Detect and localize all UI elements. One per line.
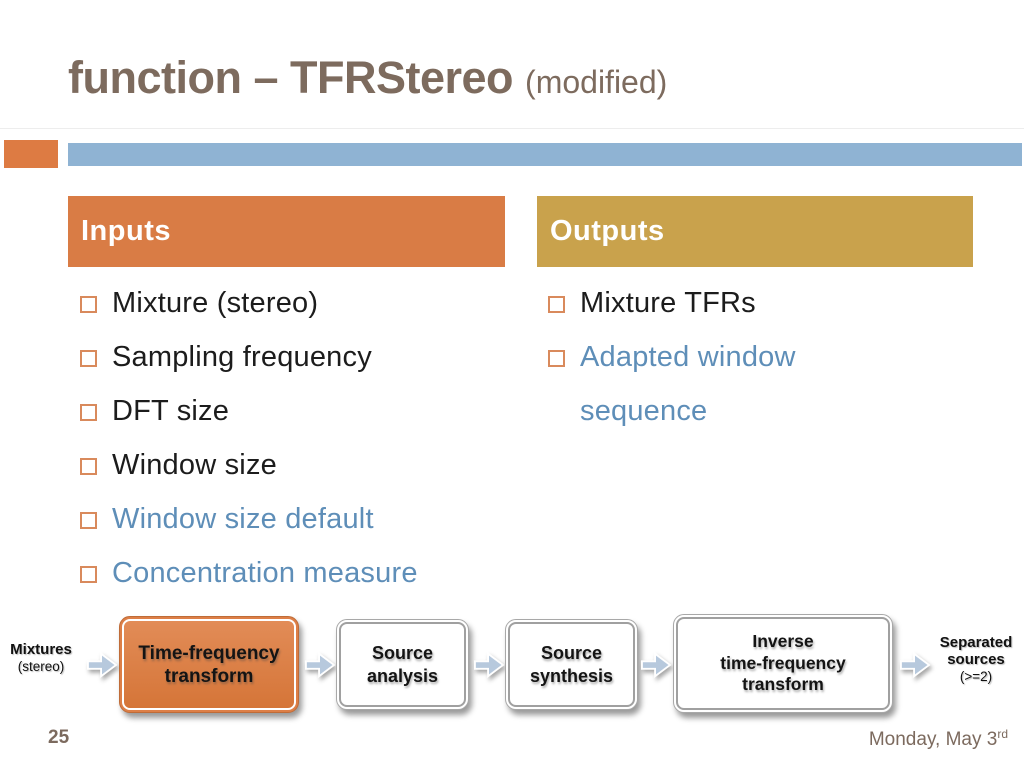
bullet-square-icon: [80, 458, 97, 475]
inputs-header: Inputs: [68, 196, 505, 267]
list-item: Sampling frequency: [80, 330, 492, 384]
flow-arrow-icon: [641, 651, 672, 679]
list-item: DFT size: [80, 384, 492, 438]
slide-date: Monday, May 3rd: [868, 727, 1008, 751]
step-label-line: Source: [540, 642, 603, 663]
accent-square: [4, 140, 58, 168]
page-title-suffix: (modified): [525, 64, 668, 100]
pipeline-output-label-line3: (>=2): [959, 669, 993, 684]
bullet-square-icon: [80, 350, 97, 367]
output-item-label: Adapted window sequence: [580, 341, 796, 427]
outputs-header: Outputs: [537, 196, 973, 267]
bullet-square-icon: [548, 296, 565, 313]
bullet-square-icon: [80, 566, 97, 583]
bullet-square-icon: [80, 512, 97, 529]
step-label-line: Inverse: [752, 631, 814, 652]
list-item: Mixture (stereo): [80, 276, 492, 330]
pipeline-output-label-line2: sources: [947, 651, 1005, 668]
pipeline-input-label-line2: (stereo): [17, 659, 65, 674]
list-item: Concentration measure: [80, 546, 492, 600]
pipeline-step-box: Time-frequency transform: [122, 619, 296, 710]
input-item-label: Window size: [112, 449, 277, 481]
step-label-line: synthesis: [529, 665, 614, 686]
list-item: Window size: [80, 438, 492, 492]
pipeline-step-box: Source analysis: [339, 622, 466, 707]
bullet-square-icon: [80, 296, 97, 313]
step-label-line: analysis: [366, 665, 439, 686]
bullet-square-icon: [80, 404, 97, 421]
step-label-line: transform: [742, 674, 824, 695]
outputs-list: Mixture TFRs Adapted window sequence: [548, 276, 878, 438]
flow-arrow-icon: [87, 651, 118, 679]
step-label-line: Time-frequency: [138, 642, 280, 664]
input-item-label: DFT size: [112, 395, 230, 427]
pipeline-step-box: Source synthesis: [508, 622, 635, 707]
pipeline-output-label: Separated sources (>=2): [930, 634, 1022, 685]
pipeline-step-inverse-time-frequency-transform: Inverse time-frequency transform: [673, 614, 893, 713]
pipeline-input-label: Mixtures (stereo): [2, 641, 80, 675]
input-item-label: Concentration measure: [112, 557, 418, 589]
divider-line: [0, 128, 1024, 129]
pipeline-output-label-line1: Separated: [939, 634, 1013, 651]
input-item-label: Window size default: [112, 503, 374, 535]
pipeline-step-source-analysis: Source analysis: [336, 619, 469, 710]
step-label-line: time-frequency: [720, 652, 846, 673]
bullet-square-icon: [548, 350, 565, 367]
slide-date-text: Monday, May 3: [868, 729, 998, 750]
slide-page-number: 25: [48, 727, 70, 748]
step-label-line: Source: [371, 642, 434, 663]
list-item: Adapted window sequence: [548, 330, 878, 438]
pipeline-step-box: Inverse time-frequency transform: [676, 617, 890, 710]
pipeline-input-label-line1: Mixtures: [10, 641, 72, 658]
outputs-header-label: Outputs: [550, 215, 665, 247]
step-label-line: transform: [164, 665, 254, 687]
inputs-list: Mixture (stereo) Sampling frequency DFT …: [80, 276, 492, 600]
input-item-label: Sampling frequency: [112, 341, 372, 373]
pipeline-step-source-synthesis: Source synthesis: [505, 619, 638, 710]
output-item-label: Mixture TFRs: [580, 287, 756, 319]
accent-bar: [68, 143, 1022, 166]
flow-arrow-icon: [305, 651, 336, 679]
page-title-main: function – TFRStereo: [68, 52, 514, 103]
page-title: function – TFRStereo (modified): [68, 52, 968, 104]
list-item: Window size default: [80, 492, 492, 546]
input-item-label: Mixture (stereo): [112, 287, 319, 319]
inputs-header-label: Inputs: [81, 215, 171, 247]
flow-arrow-icon: [474, 651, 505, 679]
flow-arrow-icon: [900, 651, 931, 679]
pipeline-step-time-frequency-transform: Time-frequency transform: [119, 616, 299, 713]
list-item: Mixture TFRs: [548, 276, 878, 330]
slide-date-ordinal: rd: [997, 727, 1008, 741]
